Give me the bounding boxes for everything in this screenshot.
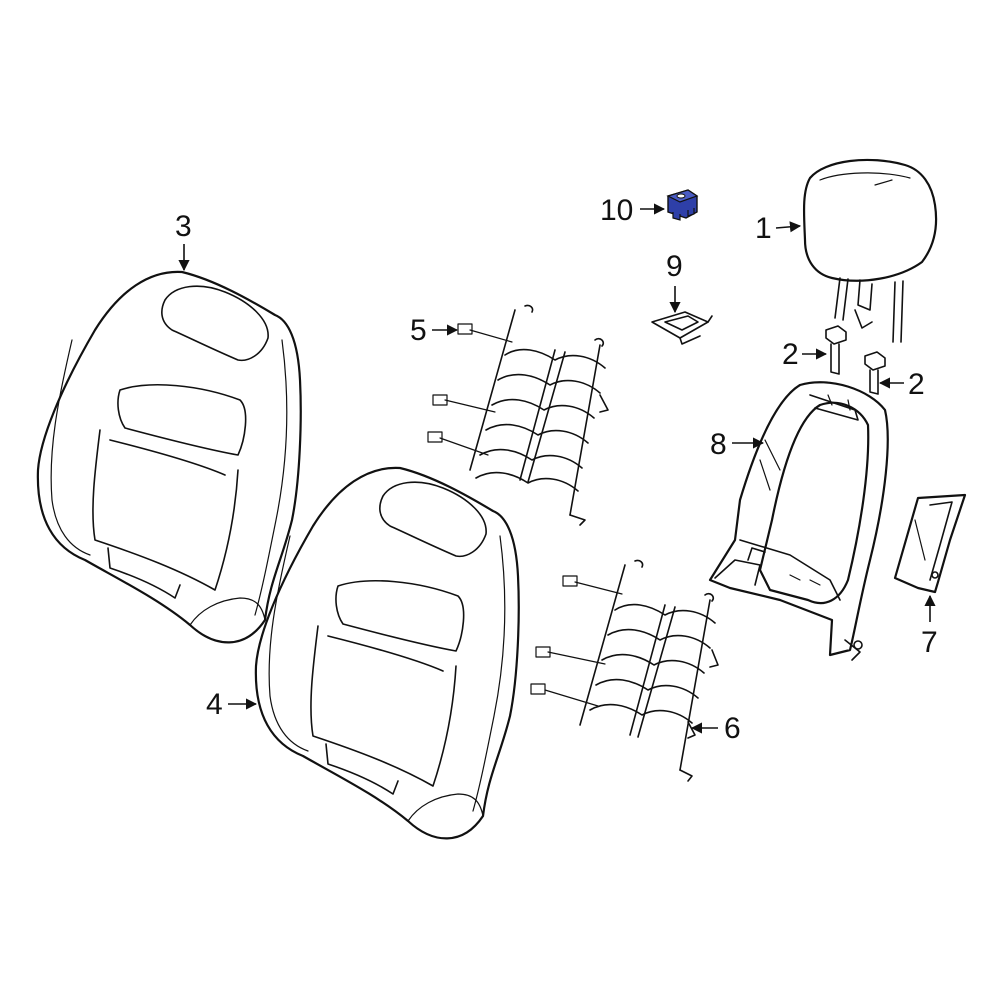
callout-label-7: 7: [921, 626, 938, 659]
callout-2-right: 2: [878, 368, 925, 401]
callout-6: 6: [690, 712, 741, 745]
callout-label-9: 9: [666, 250, 683, 283]
callout-4: 4: [206, 688, 258, 721]
callout-9: 9: [666, 250, 683, 314]
suspension-mat-lower: [530, 559, 719, 782]
suspension-mat-upper: [427, 304, 609, 526]
callout-label-8: 8: [710, 428, 727, 461]
callout-8: 8: [710, 428, 765, 461]
callout-label-2-left: 2: [782, 338, 799, 371]
seat-back-cover-rear: [36, 270, 302, 644]
callout-10: 10: [600, 194, 666, 227]
headrest-guide-highlighted: [666, 189, 699, 221]
callout-label-4: 4: [206, 688, 223, 721]
guide-sleeve-left: [825, 325, 847, 375]
callout-5: 5: [410, 314, 459, 347]
seat-back-cover-front: [254, 466, 520, 840]
side-trim-panel: [893, 493, 967, 594]
guide-sleeve-right: [864, 351, 886, 395]
headrest: [802, 158, 938, 343]
callout-label-6: 6: [724, 712, 741, 745]
callout-3: 3: [175, 210, 192, 272]
callout-label-10: 10: [600, 194, 633, 227]
callout-1: 1: [755, 212, 802, 245]
callout-7: 7: [921, 594, 938, 659]
bracket: [651, 311, 713, 345]
callout-label-3: 3: [175, 210, 192, 243]
callout-2-left: 2: [782, 338, 828, 371]
seat-back-frame: [708, 381, 889, 661]
callout-label-2-right: 2: [908, 368, 925, 401]
callout-label-1: 1: [755, 212, 772, 245]
callout-label-5: 5: [410, 314, 427, 347]
